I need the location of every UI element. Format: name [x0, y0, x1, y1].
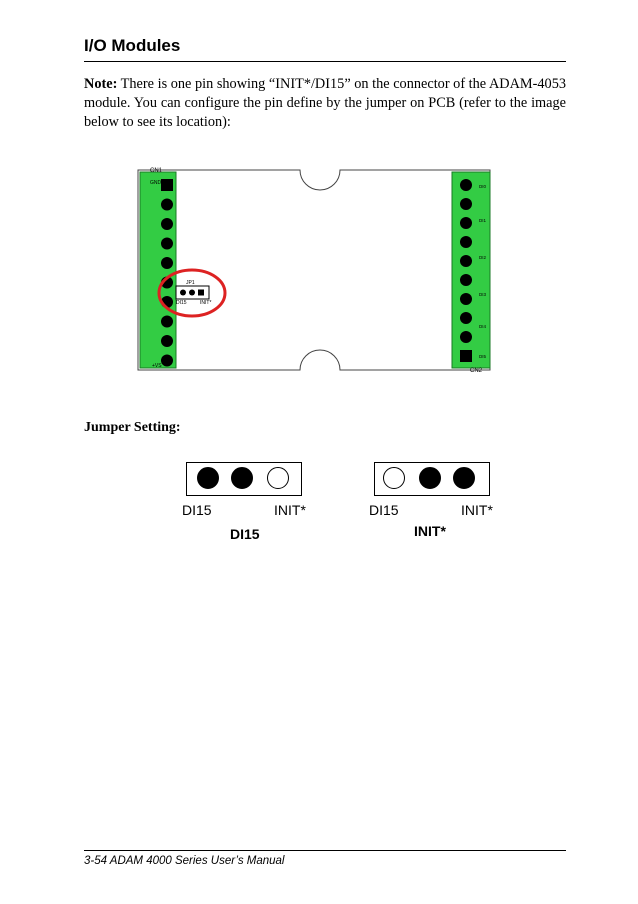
jumper-pin-shorted [231, 467, 253, 489]
footer-rule [84, 850, 566, 851]
left-pin [161, 315, 173, 328]
left-pin-column [161, 179, 173, 367]
pcb-label-cn1: CN1 [150, 168, 163, 174]
right-pin [460, 255, 472, 267]
right-pin-label: DI1 [479, 218, 487, 223]
left-pin [161, 354, 173, 367]
right-pin-label: DI0 [479, 184, 487, 189]
pcb-label-cn2: CN2 [470, 368, 483, 374]
left-pin [161, 257, 173, 269]
jumper-setting-heading: Jumper Setting: [84, 420, 181, 435]
pcb-label-vs: +VS [152, 363, 162, 369]
left-pin-square [161, 179, 173, 191]
right-pin [460, 274, 472, 286]
right-pin-label: DI5 [479, 354, 487, 359]
right-pin [460, 217, 472, 229]
jumper-right-label: INIT* [461, 502, 493, 518]
note-label: Note: [84, 76, 118, 92]
pcb-board-outline [137, 169, 491, 371]
right-pin-square [460, 350, 472, 362]
right-pin [460, 293, 472, 305]
pcb-jumper-pin-1 [180, 289, 186, 296]
pcb-label-gnd: GND [150, 180, 162, 186]
jumper-pin-shorted [197, 467, 219, 489]
header-rule [84, 61, 566, 62]
pcb-diagram: CN1 GND +VS CN2 JP1 DI15 INIT* DI0DI1DI2… [137, 168, 491, 374]
jumper-pin-shorted [453, 467, 475, 489]
jumper-highlight-circle [157, 268, 227, 318]
right-pin [460, 331, 472, 343]
jumper-pin-open [383, 467, 405, 489]
right-pin-column [460, 179, 472, 362]
left-pin [161, 198, 173, 211]
right-pin-label: DI4 [479, 324, 487, 329]
right-pin [460, 198, 472, 210]
right-pin-label: DI2 [479, 255, 487, 260]
jumper-config-title: DI15 [230, 526, 260, 542]
jumper-pin-open [267, 467, 289, 489]
pcb-jumper-pin-3 [198, 289, 204, 296]
jumper-config-title: INIT* [414, 523, 446, 539]
left-pin [161, 237, 173, 250]
jumper-pin-shorted [419, 467, 441, 489]
pcb-jumper-pin-2 [189, 289, 195, 296]
left-pin [161, 335, 173, 347]
page-footer: 3-54 ADAM 4000 Series User’s Manual [84, 855, 285, 867]
right-pin-label: DI3 [479, 292, 487, 297]
jumper-right-label: INIT* [274, 502, 306, 518]
left-pin [161, 218, 173, 230]
pcb-label-init: INIT* [200, 300, 211, 306]
right-pin [460, 236, 472, 248]
note-paragraph: Note: There is one pin showing “INIT*/DI… [84, 75, 566, 132]
pcb-label-jp1: JP1 [186, 280, 195, 286]
jumper-left-label: DI15 [182, 502, 212, 518]
right-pin [460, 312, 472, 324]
note-text: There is one pin showing “INIT*/DI15” on… [84, 76, 566, 130]
jumper-left-label: DI15 [369, 502, 399, 518]
page-header: I/O Modules [84, 36, 181, 55]
pcb-label-di15: DI15 [176, 300, 187, 306]
right-pin [460, 179, 472, 191]
